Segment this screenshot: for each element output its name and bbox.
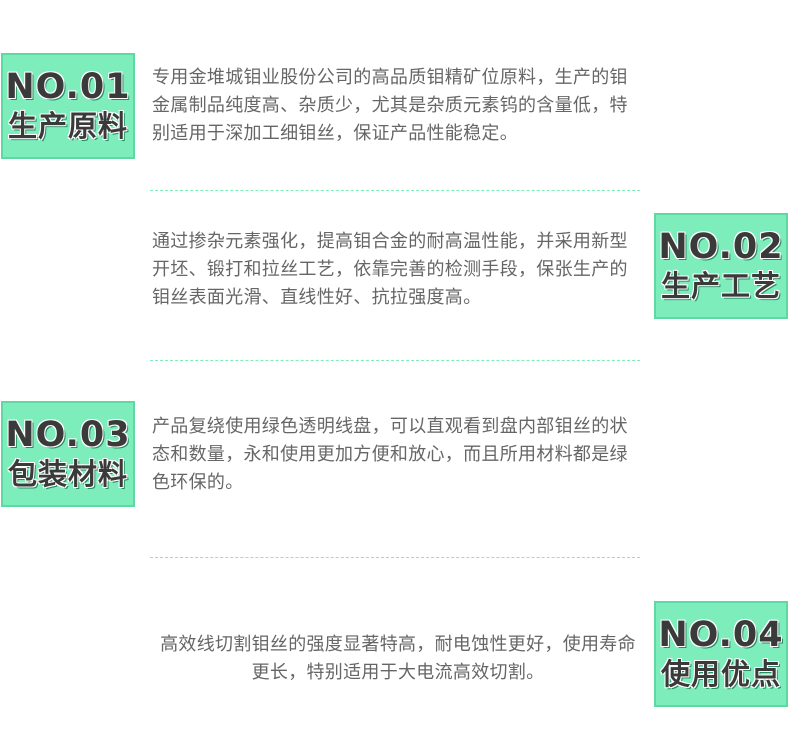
- section-2-title: 生产工艺: [660, 269, 781, 303]
- divider-3: [150, 557, 640, 558]
- section-4-title: 使用优点: [660, 657, 781, 691]
- section-1-title: 生产原料: [7, 109, 128, 143]
- section-1-badge: NO.01 生产原料: [1, 53, 135, 159]
- section-2-badge: NO.02 生产工艺: [654, 213, 788, 319]
- section-1-text: 专用金堆城钼业股份公司的高品质钼精矿位原料，生产的钼金属制品纯度高、杂质少，尤其…: [152, 67, 628, 144]
- section-2-text: 通过掺杂元素强化，提高钼合金的耐高温性能，并采用新型开坯、锻打和拉丝工艺，依靠完…: [152, 231, 628, 308]
- section-2-number: NO.02: [658, 227, 784, 267]
- section-3-number: NO.03: [5, 415, 131, 455]
- divider-1: [150, 190, 640, 191]
- section-3-badge: NO.03 包装材料: [1, 401, 135, 507]
- section-1-number: NO.01: [5, 67, 131, 107]
- section-3-text: 产品复绕使用绿色透明线盘，可以直观看到盘内部钼丝的状态和数量，永和使用更加方便和…: [152, 416, 628, 493]
- section-3-title: 包装材料: [7, 457, 128, 491]
- divider-2: [150, 360, 640, 361]
- section-4-number: NO.04: [658, 615, 784, 655]
- section-4-text: 高效线切割钼丝的强度显著特高，耐电蚀性更好，使用寿命更长，特别适用于大电流高效切…: [160, 634, 636, 683]
- section-4-badge: NO.04 使用优点: [654, 601, 788, 707]
